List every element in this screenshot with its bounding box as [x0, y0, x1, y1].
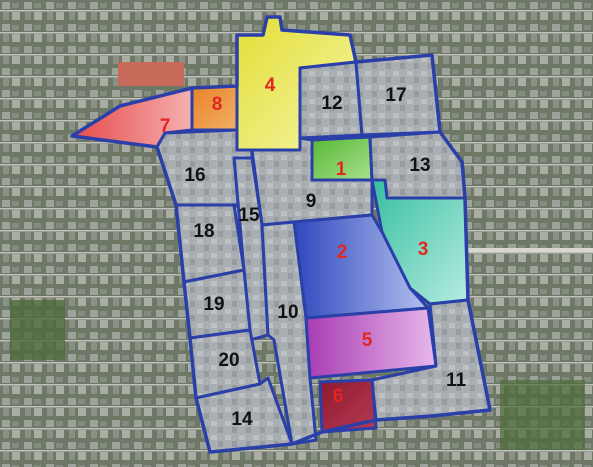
zone-label-11: 11	[446, 370, 467, 391]
zone-label-2: 2	[337, 242, 348, 263]
park-area	[500, 380, 585, 450]
zone-labels: 7 8 4 12 17 1 13 16 9 15 18 3 2 19 10 5 …	[160, 75, 467, 430]
zone-label-1: 1	[336, 159, 347, 180]
zone-label-10: 10	[277, 302, 298, 323]
zone-label-5: 5	[362, 330, 373, 351]
zone-label-17: 17	[385, 85, 406, 106]
red-roof-building	[118, 62, 184, 86]
zone-label-8: 8	[212, 94, 223, 115]
zone-label-14: 14	[231, 409, 253, 430]
district-outer-boundary	[70, 15, 492, 454]
zone-label-19: 19	[203, 294, 224, 315]
zones-layer	[70, 15, 492, 454]
zone-label-18: 18	[193, 221, 214, 242]
zone-10[interactable]	[260, 220, 318, 446]
zone-label-12: 12	[321, 93, 342, 114]
zone-label-16: 16	[184, 165, 205, 186]
zone-label-3: 3	[418, 239, 429, 260]
zone-label-15: 15	[238, 205, 260, 226]
zone-label-6: 6	[333, 386, 344, 407]
zone-label-4: 4	[265, 75, 276, 96]
zone-label-9: 9	[306, 191, 317, 212]
park-area	[10, 300, 65, 360]
rail-line	[466, 248, 593, 252]
zone-label-13: 13	[409, 155, 430, 176]
zone-label-7: 7	[160, 116, 171, 137]
zone-label-20: 20	[218, 350, 239, 371]
zone-18[interactable]	[174, 203, 246, 284]
zone-6[interactable]	[318, 378, 378, 434]
